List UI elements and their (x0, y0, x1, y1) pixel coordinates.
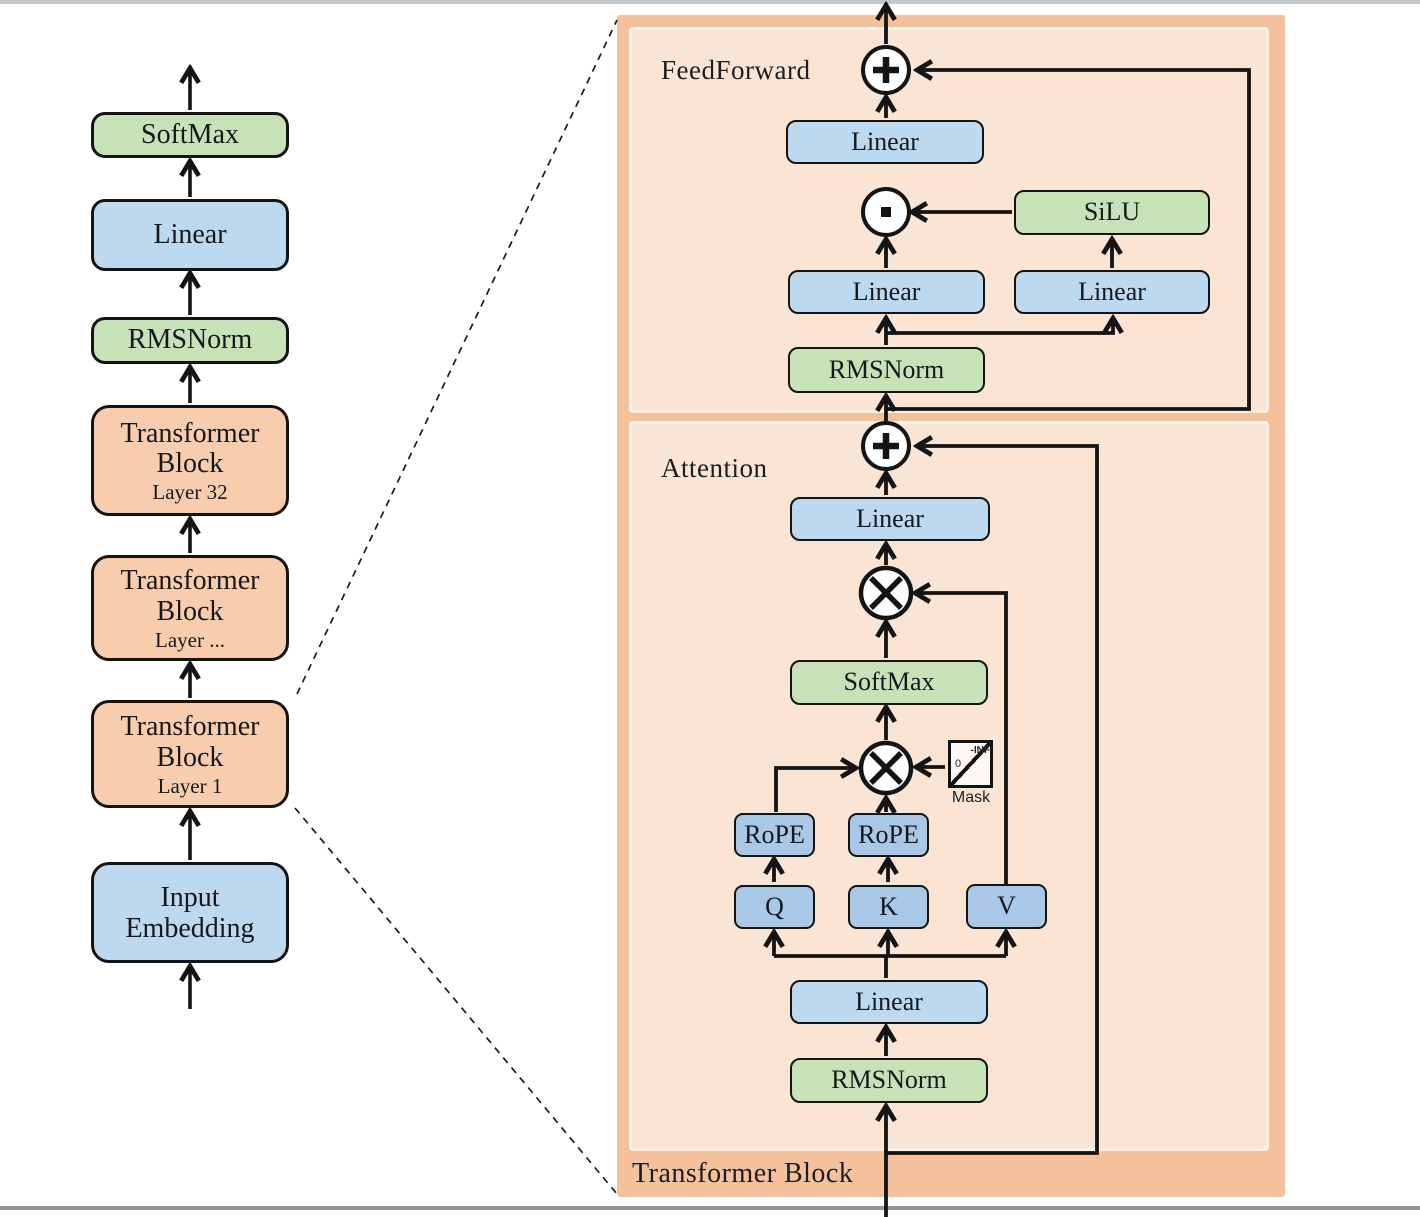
rope-q-block: RoPE (734, 813, 815, 857)
input-embedding-block: Input Embedding (91, 862, 289, 963)
ff-silu-block: SiLU (1014, 190, 1210, 235)
causal-mask-icon: -INF 0 (948, 740, 993, 788)
ff-linear-out-block: Linear (786, 120, 984, 164)
top-border-line (0, 0, 1420, 4)
linear-block: Linear (91, 199, 289, 271)
attn-linear-out-block: Linear (790, 497, 990, 541)
ff-linear-up-block: Linear (1014, 270, 1210, 314)
feedforward-label: FeedForward (661, 55, 811, 85)
transformer-block-layer-32: Transformer Block Layer 32 (91, 405, 289, 516)
mask-label: Mask (951, 789, 991, 806)
attention-label: Attention (661, 453, 768, 483)
softmax-block: SoftMax (91, 112, 289, 158)
attn-linear-qkv-block: Linear (790, 980, 988, 1024)
attn-rmsnorm-block: RMSNorm (790, 1058, 988, 1103)
transformer-block-label: Transformer Block (632, 1158, 854, 1189)
layer-label: Layer 32 (152, 480, 228, 505)
transformer-block-layer-mid: Transformer Block Layer ... (91, 555, 289, 661)
layer-label: Layer ... (155, 627, 225, 652)
block-title: Transformer (120, 565, 260, 597)
k-block: K (848, 885, 929, 929)
v-block: V (966, 884, 1047, 929)
block-title: Transformer (120, 711, 260, 743)
rmsnorm-block: RMSNorm (91, 317, 289, 364)
ff-linear-gate-block: Linear (788, 270, 985, 314)
bottom-border-line (0, 1206, 1420, 1210)
q-block: Q (734, 885, 815, 929)
block-title: Transformer (120, 417, 260, 449)
block-title: Block (156, 448, 224, 480)
mask-zero-value: 0 (955, 758, 962, 770)
block-title: Input (160, 881, 220, 913)
ff-rmsnorm-block: RMSNorm (788, 347, 985, 393)
transformer-block-layer-1: Transformer Block Layer 1 (91, 700, 289, 808)
block-title: Embedding (125, 912, 255, 944)
layer-label: Layer 1 (157, 773, 223, 798)
attn-softmax-block: SoftMax (790, 660, 988, 705)
mask-inf-value: -INF (970, 745, 990, 756)
rope-k-block: RoPE (848, 813, 929, 857)
block-title: Block (156, 741, 224, 773)
zoom-guide-dashes (294, 19, 618, 1195)
block-title: Block (156, 595, 224, 627)
